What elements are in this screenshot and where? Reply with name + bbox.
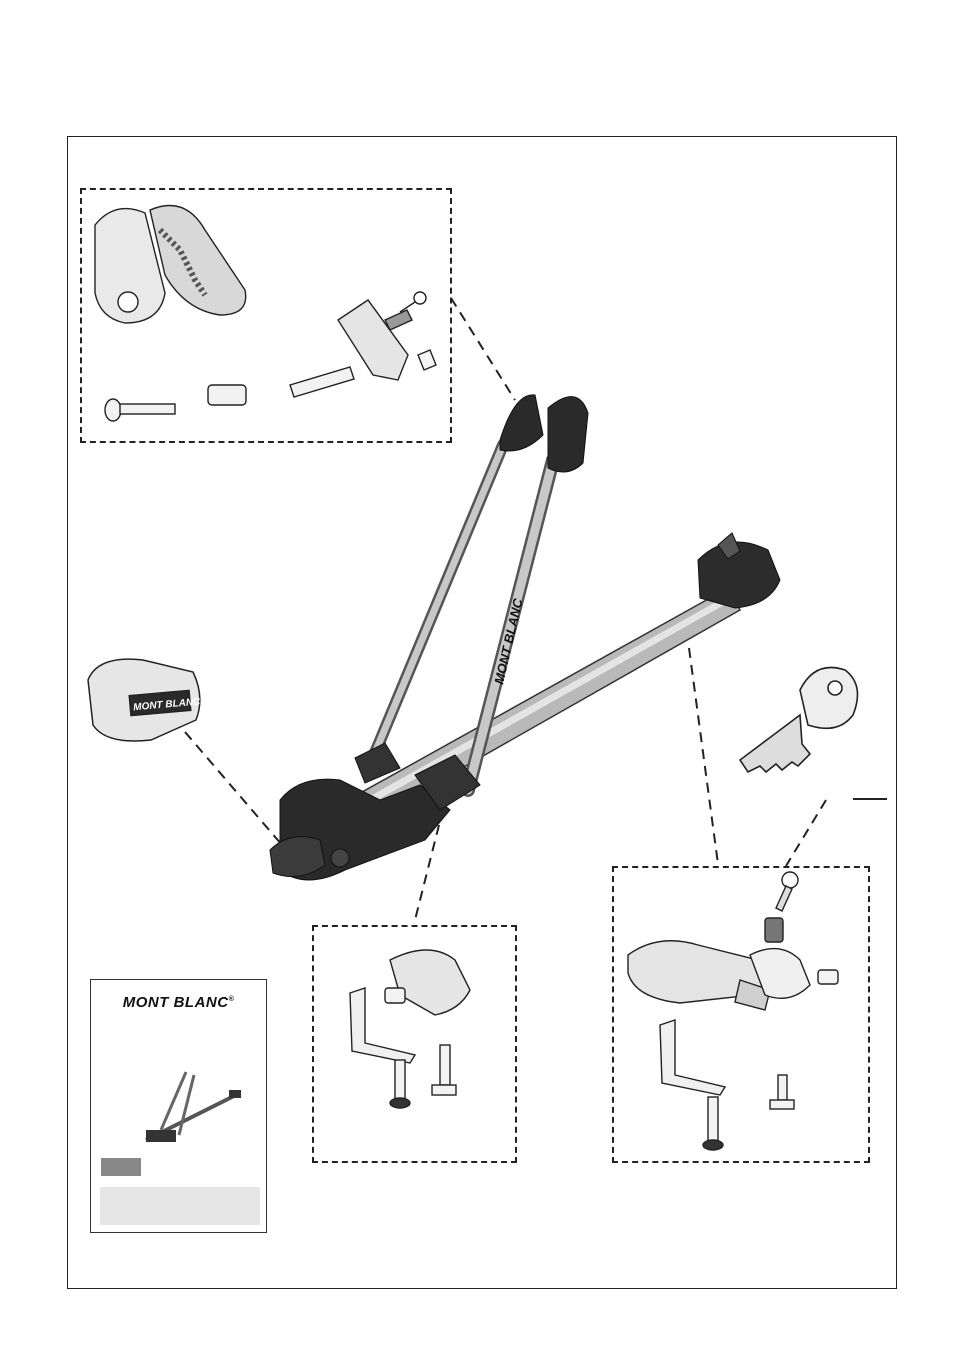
base-mount-parts <box>350 950 470 1108</box>
frame-clamp-parts <box>95 206 436 422</box>
t-bolt-shaft <box>440 1045 450 1085</box>
bushing <box>385 988 405 1003</box>
spacer-sleeve <box>208 385 246 405</box>
manual-language-table <box>100 1187 260 1225</box>
long-bolt-shaft <box>395 1060 405 1100</box>
long-bolt-head <box>390 1098 410 1108</box>
manual-base <box>146 1130 176 1142</box>
manual-detail-image <box>101 1158 141 1176</box>
frame-clamp-hole <box>118 292 138 312</box>
t-bolt-head <box>432 1085 456 1095</box>
manual-wheel-holder <box>229 1090 241 1098</box>
lock-mount-parts <box>628 872 838 1150</box>
manual-cover-thumbnail: MONT BLANC® <box>90 979 267 1233</box>
lock-long-bolt-head <box>703 1140 723 1150</box>
frame-clamp-jaw-left <box>500 395 543 451</box>
lock-u-bracket <box>660 1020 725 1095</box>
clamp-bolt-head <box>105 399 121 421</box>
arm-brand-label: MONT BLANC <box>491 597 525 686</box>
lock-t-bolt-shaft <box>778 1075 787 1100</box>
lock-long-bolt-shaft <box>708 1097 718 1142</box>
lock-cylinder-small <box>385 310 412 330</box>
end-cap-mounted <box>270 837 325 877</box>
end-cap-part: MONT BLANC <box>88 659 202 741</box>
lock-key-blade <box>776 886 792 911</box>
lock-cylinder <box>765 918 783 942</box>
mount-plate <box>390 950 470 1015</box>
lock-bushing <box>818 970 838 984</box>
carrier-main: MONT BLANC <box>270 395 780 880</box>
key-part <box>740 668 858 773</box>
key-bow <box>800 668 858 729</box>
threaded-pin <box>290 367 354 397</box>
knob <box>331 849 349 867</box>
small-bushing <box>418 350 436 370</box>
clamp-bolt-shaft <box>120 404 175 414</box>
lock-key-head <box>782 872 798 888</box>
frame-clamp-jaw-right <box>548 397 588 472</box>
lock-t-bolt-head <box>770 1100 794 1109</box>
small-key-head <box>414 292 426 304</box>
key-blade <box>740 715 810 772</box>
key-hole <box>828 681 842 695</box>
